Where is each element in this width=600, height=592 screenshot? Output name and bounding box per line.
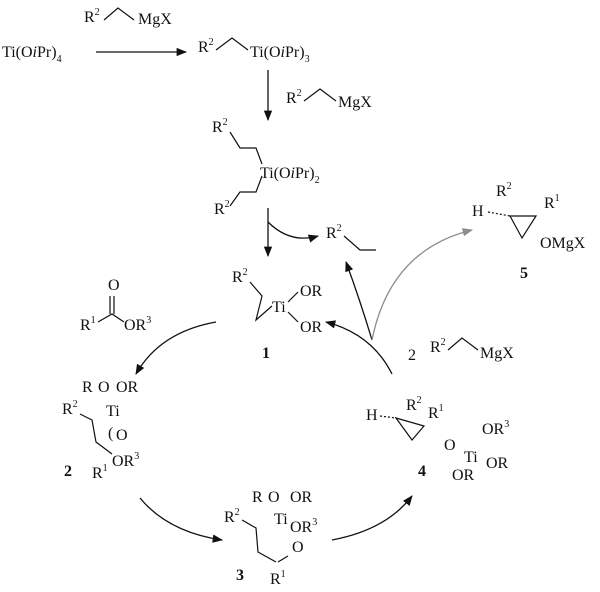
compound-5-cyclopropanol-salt: R2 H R1 OMgX 5 — [472, 181, 586, 282]
start-titanium-reagent: Ti(OiPr)4 — [2, 44, 62, 65]
svg-text:R2: R2 — [430, 337, 446, 356]
svg-text:R2: R2 — [224, 507, 240, 526]
svg-text:(: ( — [108, 425, 113, 442]
compound-2-oxatitanacycle: R O OR R2 Ti ( O 2 R1 OR3 — [62, 379, 139, 482]
compound-number-2: 2 — [64, 463, 72, 480]
svg-text:R1: R1 — [544, 193, 560, 212]
svg-text:MgX: MgX — [138, 11, 172, 28]
svg-text:R: R — [82, 379, 93, 396]
svg-text:R2: R2 — [212, 117, 228, 136]
cycle-arrow-2-to-3 — [139, 497, 224, 543]
svg-text:OMgX: OMgX — [540, 235, 586, 252]
svg-text:OR: OR — [290, 489, 313, 506]
compound-1-titanacyclopropane: R2 Ti OR OR 1 — [232, 267, 323, 362]
svg-text:Ti: Ti — [106, 403, 120, 420]
svg-text:Ti(OiPr)2: Ti(OiPr)2 — [260, 165, 320, 186]
ester-substrate: O R1 OR3 — [80, 277, 151, 334]
compound-4-titanium-cyclopropoxide: R2 H R1 O Ti OR3 OR OR 4 — [366, 395, 509, 484]
svg-text:R2: R2 — [232, 267, 248, 286]
svg-text:R2: R2 — [496, 181, 512, 200]
svg-text:OR: OR — [452, 467, 475, 484]
svg-text:R2: R2 — [198, 37, 214, 56]
svg-text:OR: OR — [300, 283, 323, 300]
svg-text:R2: R2 — [84, 7, 100, 26]
grignard-reagent-top: R2 MgX — [84, 7, 172, 28]
svg-text:O: O — [108, 277, 120, 294]
svg-text:OR3: OR3 — [482, 419, 509, 438]
svg-text:Ti: Ti — [274, 511, 288, 528]
svg-text:R: R — [252, 489, 263, 506]
dialkyl-titanium: R2 Ti(OiPr)2 R2 — [212, 117, 320, 218]
cycle-arrow-1-to-2 — [135, 321, 217, 375]
svg-text:MgX: MgX — [480, 345, 514, 362]
grignard-reagent-second: R2 MgX — [286, 88, 372, 111]
svg-text:R2: R2 — [406, 395, 422, 414]
svg-text:R1: R1 — [428, 403, 444, 422]
svg-text:Ti(OiPr)3: Ti(OiPr)3 — [250, 44, 310, 65]
cycle-arrow-4-to-1 — [324, 320, 393, 375]
svg-text:Ti: Ti — [272, 299, 286, 316]
svg-text:O: O — [98, 379, 110, 396]
svg-text:OR3: OR3 — [290, 517, 317, 536]
svg-text:MgX: MgX — [338, 94, 372, 111]
svg-text:R1: R1 — [92, 463, 108, 482]
svg-text:OR3: OR3 — [112, 451, 139, 470]
alkane-from-cycle-arrow — [345, 261, 373, 341]
cycle-arrow-3-to-4 — [331, 495, 413, 541]
svg-text:Ti(OiPr)4: Ti(OiPr)4 — [2, 44, 62, 65]
svg-text:R2: R2 — [326, 223, 342, 242]
product-release-arrow — [371, 228, 474, 341]
svg-text:O: O — [116, 427, 128, 444]
alkane-byproduct: R2 — [326, 223, 376, 251]
svg-text:O: O — [292, 539, 304, 556]
svg-text:O: O — [268, 489, 280, 506]
compound-number-5: 5 — [520, 265, 528, 282]
svg-text:R2: R2 — [62, 399, 78, 418]
compound-number-4: 4 — [418, 463, 426, 480]
svg-text:2: 2 — [408, 347, 416, 364]
compound-3-ketone-intermediate: R O OR R2 Ti OR3 O 3 R1 — [224, 489, 317, 588]
svg-text:OR: OR — [116, 379, 139, 396]
svg-text:OR: OR — [486, 455, 509, 472]
svg-text:Ti: Ti — [464, 449, 478, 466]
svg-text:O: O — [444, 437, 456, 454]
svg-text:R2: R2 — [214, 199, 230, 218]
svg-text:R1: R1 — [80, 315, 96, 334]
svg-text:R2: R2 — [286, 88, 302, 107]
alkane-release-arrow — [267, 221, 320, 243]
compound-number-3: 3 — [236, 567, 244, 584]
svg-text:OR3: OR3 — [124, 315, 151, 334]
svg-text:OR: OR — [300, 319, 323, 336]
monoalkyl-titanium: R2 Ti(OiPr)3 — [198, 37, 310, 65]
svg-text:R1: R1 — [270, 569, 286, 588]
grignard-reagent-cycle: 2 R2 MgX — [408, 337, 514, 364]
svg-text:H: H — [366, 407, 378, 424]
svg-text:H: H — [472, 203, 484, 220]
compound-number-1: 1 — [262, 345, 270, 362]
